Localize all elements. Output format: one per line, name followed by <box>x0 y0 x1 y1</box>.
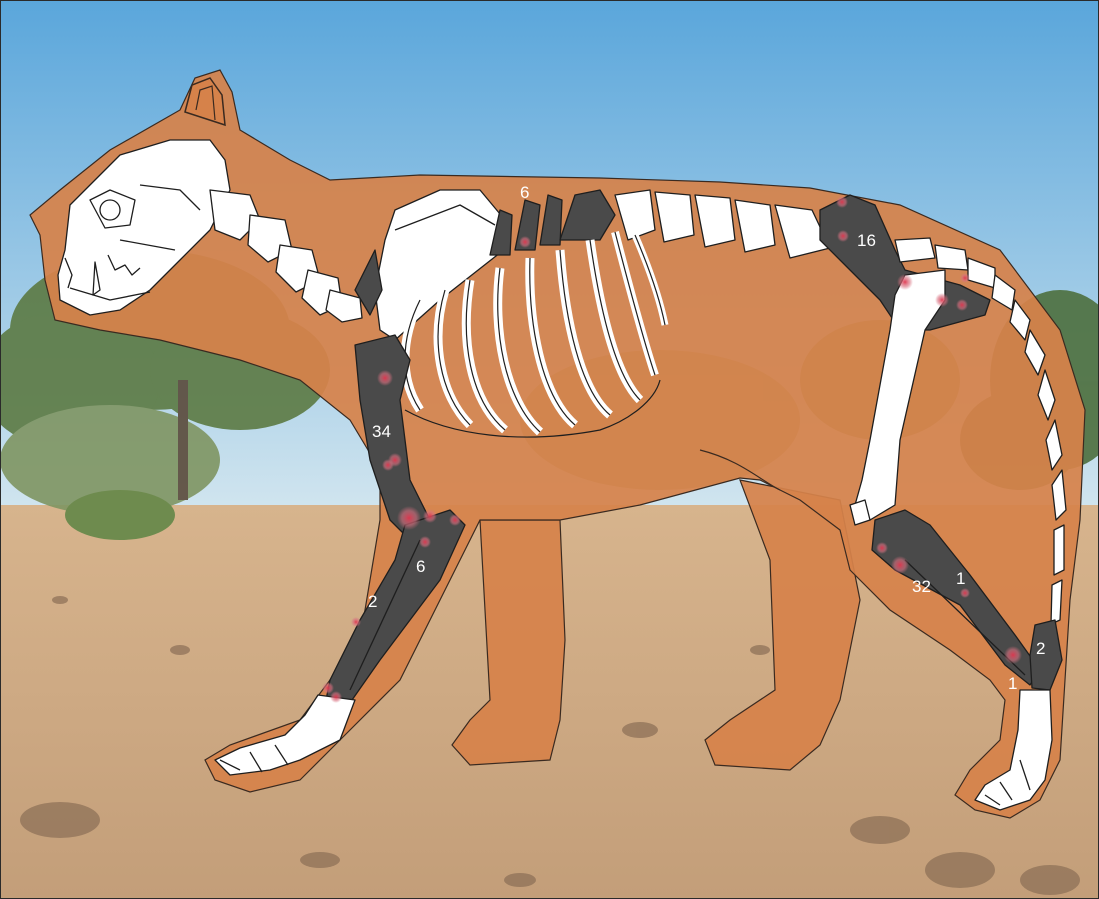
lesion-spot <box>519 236 531 248</box>
lesion-spot <box>449 514 461 526</box>
label-humerus: 34 <box>372 422 391 441</box>
bush-front <box>65 490 175 540</box>
lesion-spot <box>960 588 970 598</box>
label-tarsal: 2 <box>1036 639 1045 658</box>
lesion-spot <box>960 273 970 283</box>
lesion-spot <box>322 682 334 694</box>
lesion-spot <box>836 196 848 208</box>
lesion-spot <box>837 230 849 242</box>
lesion-spot <box>419 536 431 548</box>
label-thoracic-vertebrae: 6 <box>520 183 529 202</box>
lesion-spot <box>876 542 888 554</box>
label-pelvis: 16 <box>857 231 876 250</box>
lesion-spot <box>1004 646 1022 664</box>
lesion-spot <box>423 509 437 523</box>
lesion-spot <box>330 691 342 703</box>
lesion-spot <box>397 506 421 530</box>
label-radius-ulna-proximal: 6 <box>416 557 425 576</box>
label-radius-ulna-distal: 2 <box>368 592 377 611</box>
lesion-spot <box>897 274 913 290</box>
lesion-spot <box>382 459 394 471</box>
lesion-spot <box>956 299 968 311</box>
lesion-spot <box>891 556 909 574</box>
label-metatarsal: 1 <box>1008 674 1017 693</box>
label-fibula: 1 <box>956 569 965 588</box>
lesion-spot <box>377 370 393 386</box>
label-tibia-fibula: 32 <box>912 577 931 596</box>
lesion-spot <box>351 617 361 627</box>
lesion-spot <box>935 293 949 307</box>
